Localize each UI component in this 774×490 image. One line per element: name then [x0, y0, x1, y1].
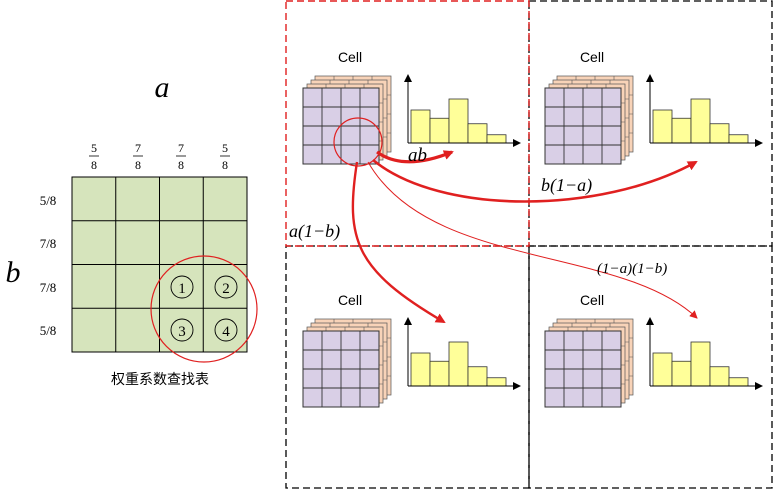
row-headers: 5/8 7/8 7/8 5/8	[40, 193, 57, 338]
col-header-1: 5 8	[89, 141, 99, 172]
histogram-bar	[709, 366, 730, 387]
col-headers: 5 8 7 8 7 8 5 8	[89, 141, 230, 172]
var-a-label: a	[155, 71, 170, 104]
histogram-bar	[486, 134, 507, 144]
histogram	[404, 317, 521, 390]
histogram-bar	[410, 109, 431, 144]
svg-text:8: 8	[135, 158, 141, 172]
cell-label: Cell	[580, 292, 604, 308]
histogram-bar	[429, 117, 450, 144]
weight-table: a b 5 8 7 8 7 8 5 8	[6, 71, 258, 387]
histogram-bar	[728, 377, 749, 387]
circled-mark-1: 1	[170, 275, 194, 299]
histogram-bar	[467, 366, 488, 387]
cell-top-right: Cell	[544, 49, 763, 165]
col-header-3: 7 8	[176, 141, 186, 172]
label-a-one-minus-b: a(1−b)	[289, 221, 340, 242]
histogram-bar	[652, 109, 673, 144]
front-grid	[544, 330, 622, 408]
weight-grid	[71, 176, 248, 353]
svg-text:8: 8	[178, 158, 184, 172]
var-b-label: b	[6, 256, 21, 289]
highlight-circle	[150, 255, 258, 363]
histogram-bar	[448, 98, 469, 144]
circled-mark-4: 4	[214, 318, 238, 342]
svg-text:2: 2	[222, 281, 230, 297]
cell-label: Cell	[338, 49, 362, 65]
label-b-one-minus-a: b(1−a)	[541, 175, 592, 196]
front-grid	[302, 87, 380, 165]
svg-text:8: 8	[222, 158, 228, 172]
cell-top-left: Cell	[302, 49, 521, 165]
cell-bottom-left: Cell	[302, 292, 521, 408]
histogram-bar	[671, 360, 692, 387]
sample-circle	[333, 117, 383, 167]
circled-marks: 1 2 3 4	[170, 275, 238, 342]
arrow-diagonal	[367, 161, 698, 319]
histogram-bar	[652, 352, 673, 387]
histogram-bar	[429, 360, 450, 387]
svg-text:8: 8	[91, 158, 97, 172]
svg-text:3: 3	[178, 324, 186, 340]
svg-text:4: 4	[222, 324, 230, 340]
label-ab: ab	[408, 145, 427, 166]
arrow-self	[376, 150, 454, 164]
circled-mark-2: 2	[214, 275, 238, 299]
histogram-bar	[467, 123, 488, 144]
front-grid	[544, 87, 622, 165]
arrow-below	[351, 161, 446, 324]
table-caption: 权重系数查找表	[111, 371, 209, 387]
svg-text:1: 1	[178, 281, 186, 297]
svg-text:7: 7	[178, 141, 184, 155]
panel-top-left	[285, 0, 530, 247]
svg-text:7: 7	[135, 141, 141, 155]
cell-label: Cell	[580, 49, 604, 65]
histogram-bar	[709, 123, 730, 144]
row-header-1: 5/8	[40, 193, 57, 208]
front-grid	[302, 330, 380, 408]
cell-bottom-right: Cell	[544, 292, 763, 408]
histogram-bar	[728, 134, 749, 144]
cell-label: Cell	[338, 292, 362, 308]
histogram	[404, 74, 521, 147]
label-one-minus-a-one-minus-b: (1−a)(1−b)	[597, 261, 667, 277]
svg-text:5: 5	[91, 141, 97, 155]
col-header-2: 7 8	[133, 141, 143, 172]
histogram-bar	[690, 98, 711, 144]
histogram	[646, 317, 763, 390]
col-header-4: 5 8	[220, 141, 230, 172]
arrow-right	[372, 158, 698, 203]
histogram	[646, 74, 763, 147]
histogram-bar	[410, 352, 431, 387]
histogram-bar	[448, 341, 469, 387]
row-header-4: 5/8	[40, 323, 57, 338]
row-header-2: 7/8	[40, 236, 57, 251]
histogram-bar	[690, 341, 711, 387]
histogram-bar	[486, 377, 507, 387]
arrows	[351, 150, 698, 324]
row-header-3: 7/8	[40, 280, 57, 295]
panel-borders	[285, 0, 773, 489]
circled-mark-3: 3	[170, 318, 194, 342]
svg-text:5: 5	[222, 141, 228, 155]
histogram-bar	[671, 117, 692, 144]
